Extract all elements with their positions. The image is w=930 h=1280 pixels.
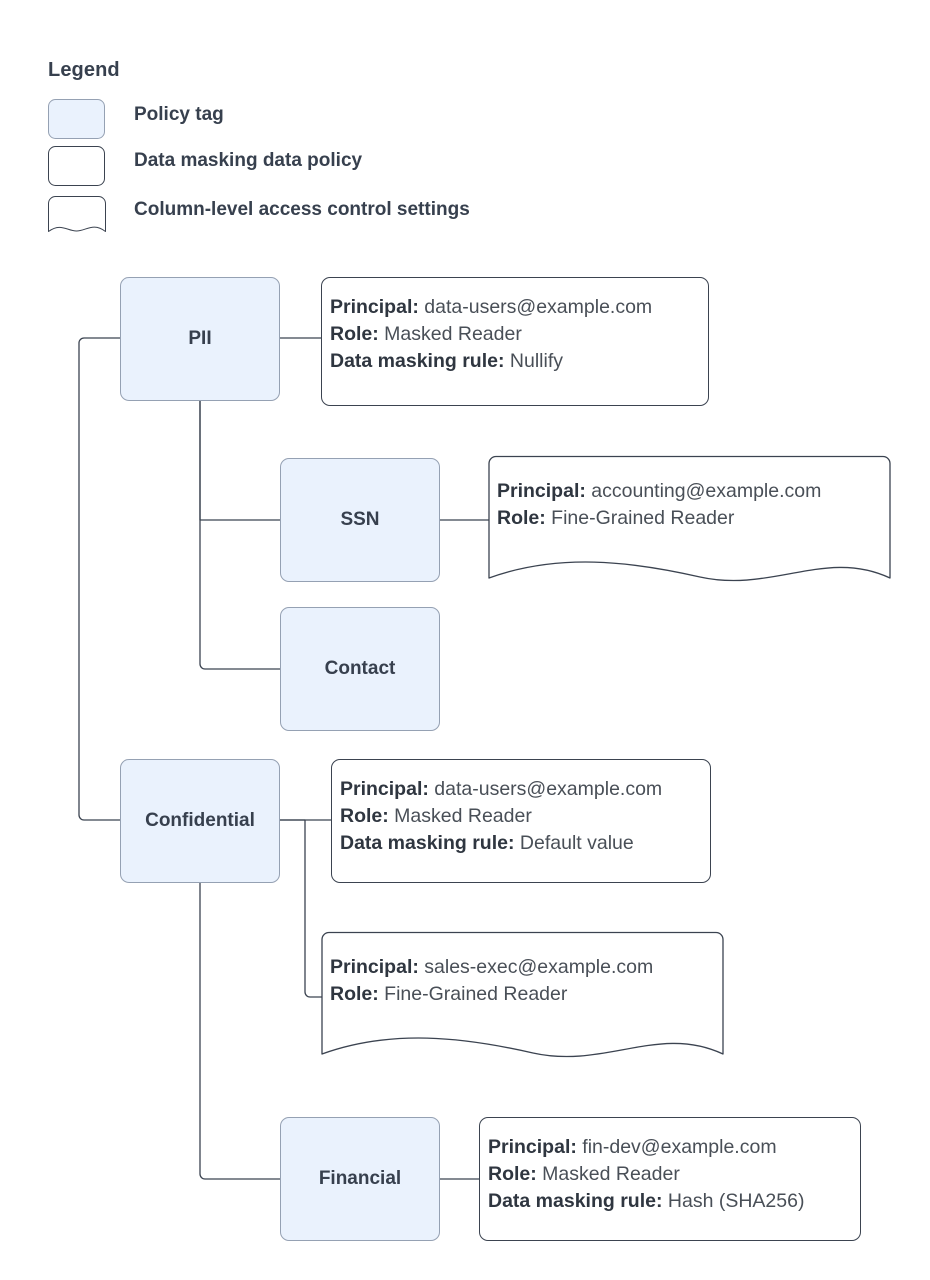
annotation-value: data-users@example.com <box>434 778 663 800</box>
annotation-key: Role: <box>488 1163 537 1185</box>
annotation-key: Role: <box>340 805 389 827</box>
node-confidential[interactable]: Confidential <box>120 759 280 883</box>
annotation-key: Role: <box>497 507 546 529</box>
legend-item-label-policy-tag: Policy tag <box>134 104 224 125</box>
annotation-box-confidential-masking <box>331 759 711 883</box>
annotation-value: Fine-Grained Reader <box>384 983 568 1005</box>
node-label-pii: PII <box>188 328 212 349</box>
annotation-line: Principal: sales-exec@example.com <box>330 954 653 981</box>
node-label-financial: Financial <box>318 1168 402 1189</box>
annotation-line: Data masking rule: Nullify <box>330 348 652 375</box>
annotation-key: Principal: <box>330 296 419 318</box>
annotation-key: Principal: <box>497 480 586 502</box>
connector-pii-to-contact <box>199 401 280 670</box>
annotation-key: Principal: <box>330 956 419 978</box>
annotation-text-financial-masking: Principal: fin-dev@example.com Role: Mas… <box>488 1134 804 1215</box>
annotation-line: Principal: fin-dev@example.com <box>488 1134 804 1161</box>
annotation-key: Role: <box>330 983 379 1005</box>
node-financial[interactable]: Financial <box>280 1117 440 1241</box>
annotation-key: Role: <box>330 323 379 345</box>
annotation-key: Data masking rule: <box>330 350 505 372</box>
annotation-line: Role: Fine-Grained Reader <box>330 981 653 1008</box>
annotation-shape-confidential-access <box>321 931 724 1058</box>
annotation-key: Principal: <box>340 778 429 800</box>
legend-swatch-column-level-access <box>48 196 106 232</box>
annotation-value: Default value <box>519 832 634 854</box>
annotation-value: Masked Reader <box>542 1163 680 1185</box>
annotation-text-confidential-access: Principal: sales-exec@example.com Role: … <box>330 954 653 1008</box>
annotation-value: Masked Reader <box>384 323 522 345</box>
annotation-line: Principal: accounting@example.com <box>497 478 821 505</box>
annotation-line: Role: Masked Reader <box>330 321 652 348</box>
legend-item-label-column-level-access: Column-level access control settings <box>134 199 470 220</box>
legend-title: Legend <box>48 59 120 81</box>
legend-item-label-data-masking-policy: Data masking data policy <box>134 150 363 171</box>
annotation-box-pii-masking <box>321 277 709 406</box>
connector-spine-pii-confidential <box>78 337 120 821</box>
annotation-line: Principal: data-users@example.com <box>340 776 662 803</box>
annotation-value: Nullify <box>509 350 563 372</box>
annotation-line: Data masking rule: Hash (SHA256) <box>488 1188 804 1215</box>
annotation-line: Data masking rule: Default value <box>340 830 662 857</box>
annotation-value: data-users@example.com <box>424 296 653 318</box>
legend-swatch-policy-tag <box>48 99 105 139</box>
node-label-contact: Contact <box>324 658 396 679</box>
annotation-value: accounting@example.com <box>591 480 822 502</box>
node-label-confidential: Confidential <box>145 810 255 831</box>
annotation-box-financial-masking <box>479 1117 861 1241</box>
annotation-line: Principal: data-users@example.com <box>330 294 652 321</box>
annotation-key: Data masking rule: <box>488 1190 663 1212</box>
annotation-line: Role: Masked Reader <box>488 1161 804 1188</box>
node-pii[interactable]: PII <box>120 277 280 401</box>
node-contact[interactable]: Contact <box>280 607 440 731</box>
annotation-key: Data masking rule: <box>340 832 515 854</box>
connector-pii-to-ssn <box>199 401 280 521</box>
annotation-text-pii-masking: Principal: data-users@example.com Role: … <box>330 294 652 375</box>
annotation-value: fin-dev@example.com <box>582 1136 777 1158</box>
annotation-value: Masked Reader <box>394 805 532 827</box>
annotation-text-ssn-access: Principal: accounting@example.com Role: … <box>497 478 821 532</box>
legend-swatch-data-masking-policy <box>48 146 105 186</box>
connector-confidential-to-access-settings <box>280 819 322 998</box>
annotation-key: Principal: <box>488 1136 577 1158</box>
node-ssn[interactable]: SSN <box>280 458 440 582</box>
annotation-value: sales-exec@example.com <box>424 956 654 978</box>
connector-confidential-to-financial <box>199 881 280 1180</box>
annotation-value: Hash (SHA256) <box>667 1190 805 1212</box>
annotation-text-confidential-masking: Principal: data-users@example.com Role: … <box>340 776 662 857</box>
annotation-line: Role: Fine-Grained Reader <box>497 505 821 532</box>
annotation-shape-ssn-access <box>488 455 891 582</box>
annotation-line: Role: Masked Reader <box>340 803 662 830</box>
annotation-value: Fine-Grained Reader <box>551 507 735 529</box>
node-label-ssn: SSN <box>340 509 380 530</box>
